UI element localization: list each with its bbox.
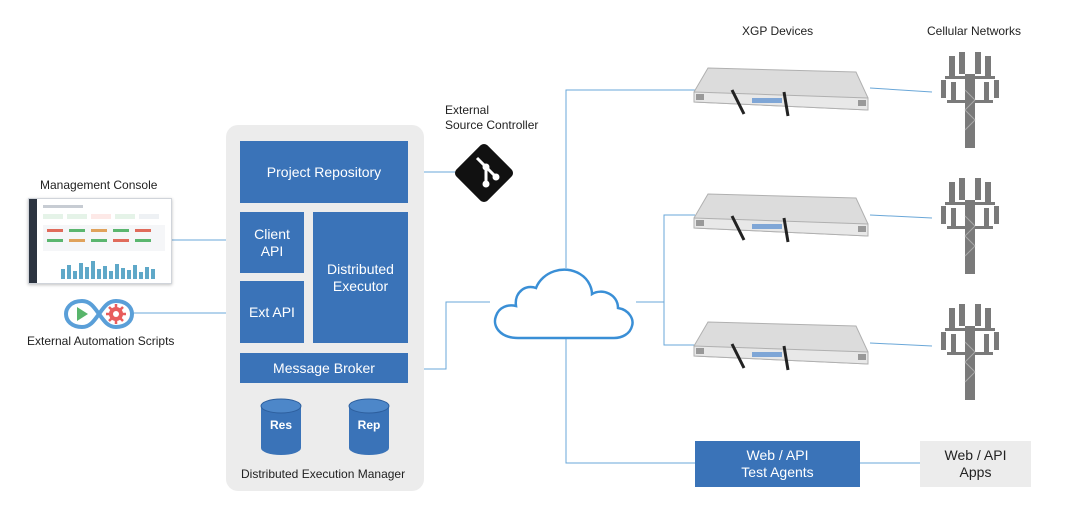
cell-tower-icon [941,304,999,400]
cloud-icon [493,268,634,340]
database-rep-label: Rep [357,418,381,432]
cellular-networks-label: Cellular Networks [927,24,1022,38]
database-rep: Rep [348,398,390,456]
git-icon [454,143,514,203]
xgp-device-2 [693,193,869,243]
database-res-label: Res [269,418,292,432]
execution-manager-title: Distributed Execution Manager [241,467,406,481]
message-broker-box[interactable]: Message Broker [240,353,408,383]
distributed-executor-box[interactable]: Distributed Executor [313,212,408,343]
database-icon [348,398,390,455]
automation-icon [64,298,134,330]
source-controller-label-2: Source Controller [445,118,539,132]
cell-tower-icon [941,178,999,274]
project-repository-box[interactable]: Project Repository [240,141,408,203]
cell-tower-icon [941,52,999,148]
web-api-apps-box[interactable]: Web / API Apps [920,441,1031,487]
client-api-box[interactable]: Client API [240,212,304,273]
xgp-device-1 [693,67,869,117]
ext-api-box[interactable]: Ext API [240,281,304,343]
database-icon [260,398,302,455]
source-controller-label-1: External [445,103,490,117]
test-agents-box[interactable]: Web / API Test Agents [695,441,860,487]
xgp-devices-label: XGP Devices [742,24,814,38]
management-console-label: Management Console [40,178,158,192]
xgp-device-3 [693,321,869,371]
database-res: Res [260,398,302,456]
automation-label: External Automation Scripts [27,334,175,348]
management-console-screenshot [28,198,172,284]
